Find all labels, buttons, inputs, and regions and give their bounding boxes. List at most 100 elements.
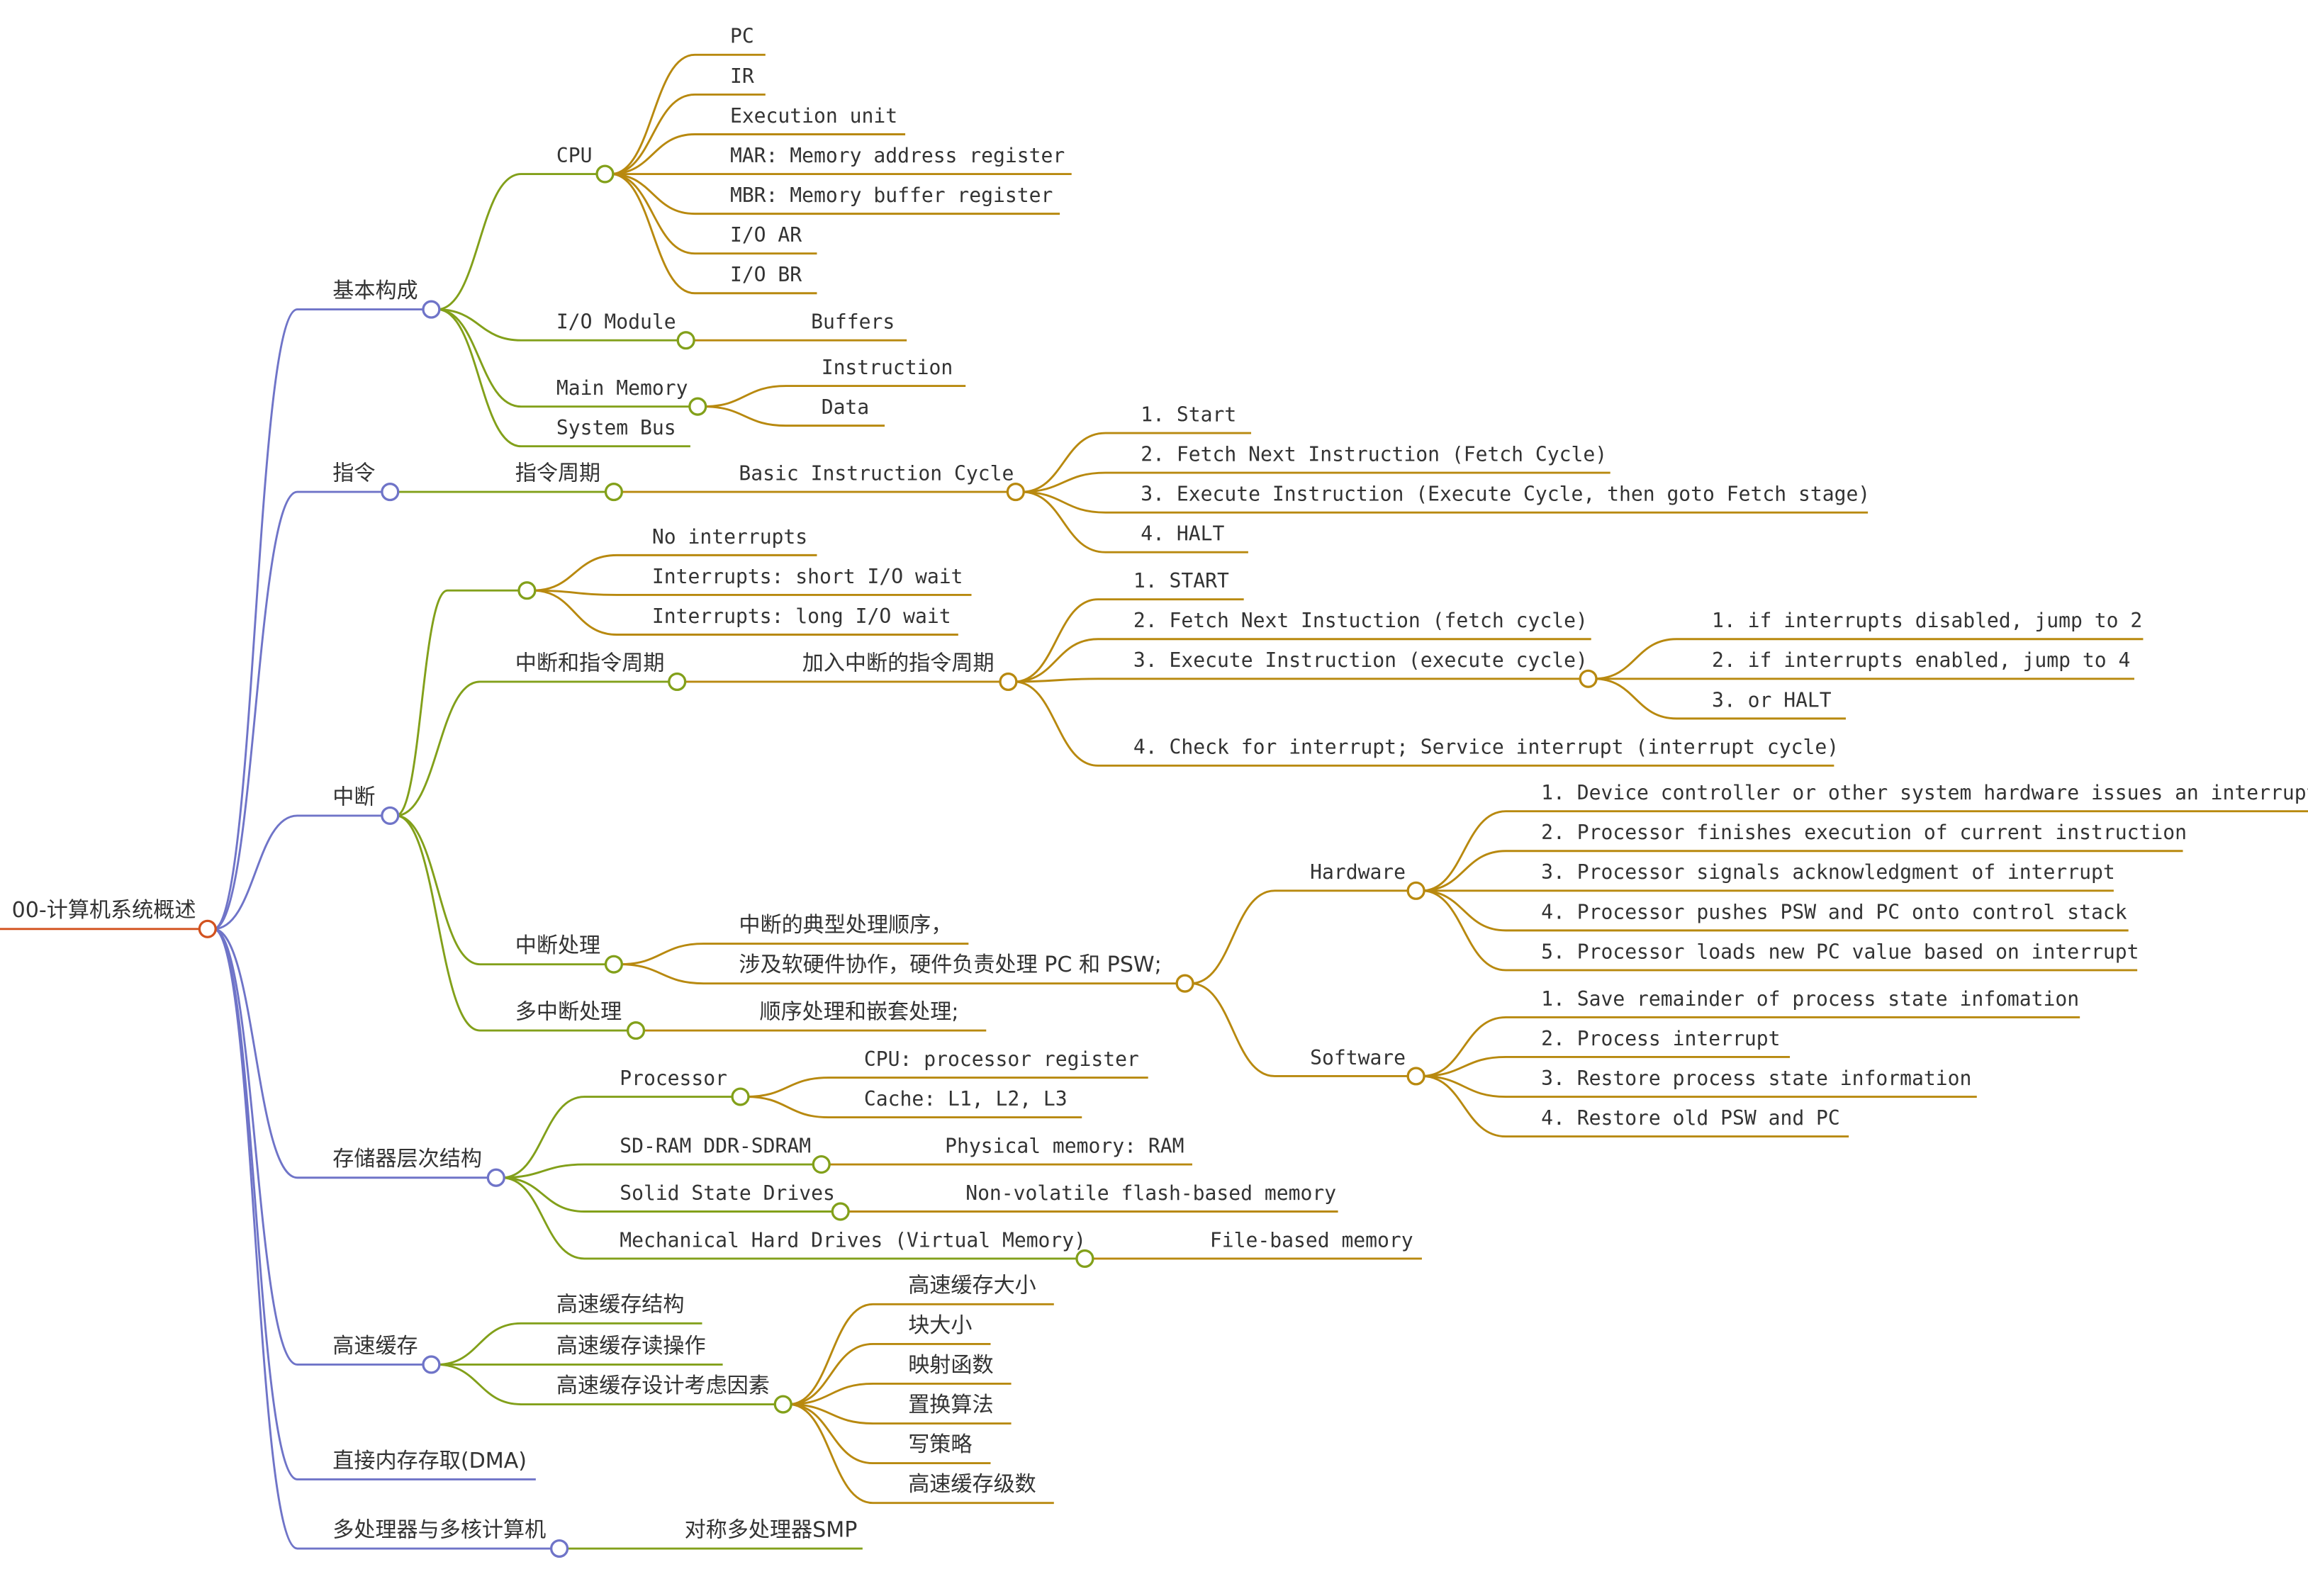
collapse-toggle-icon[interactable] (773, 1395, 792, 1414)
topic-int-cycle[interactable]: 中断和指令周期 (515, 651, 665, 675)
topic-hw1[interactable]: 1. Device controller or other system har… (1541, 781, 2308, 804)
collapse-toggle-icon[interactable] (1175, 974, 1194, 993)
topic-mbr[interactable]: MBR: Memory buffer register (730, 184, 1053, 207)
topic-cache[interactable]: 高速缓存 (332, 1334, 418, 1359)
topic-data[interactable]: Data (822, 395, 869, 419)
topic-software[interactable]: Software (1310, 1046, 1406, 1069)
topic-int-instr-cycle[interactable]: 加入中断的指令周期 (802, 651, 995, 675)
topic-cd2[interactable]: 块大小 (908, 1313, 972, 1338)
topic-instruction[interactable]: Instruction (822, 356, 953, 379)
topic-phys-mem[interactable]: Physical memory: RAM (945, 1134, 1184, 1157)
topic-buffers[interactable]: Buffers (811, 310, 895, 334)
topic-mar[interactable]: MAR: Memory address register (730, 144, 1065, 167)
topic-ic3[interactable]: 3. Execute Instruction (execute cycle) (1133, 648, 1588, 672)
topic-ioar[interactable]: I/O AR (730, 223, 802, 247)
topic-hardware[interactable]: Hardware (1310, 860, 1406, 884)
topic-smp[interactable]: 对称多处理器SMP (685, 1517, 858, 1542)
topic-ih-hw-sw[interactable]: 涉及软硬件协作，硬件负责处理 PC 和 PSW; (739, 952, 1161, 977)
root-topic[interactable]: 00-计算机系统概述 (12, 898, 196, 923)
topic-cd5[interactable]: 写策略 (908, 1432, 972, 1457)
collapse-toggle-icon[interactable] (486, 1168, 505, 1187)
topic-ssd[interactable]: Solid State Drives (620, 1181, 835, 1205)
topic-cache-read[interactable]: 高速缓存读操作 (556, 1334, 706, 1359)
topic-iobr[interactable]: I/O BR (730, 263, 802, 286)
topic-sw3[interactable]: 3. Restore process state information (1541, 1067, 1971, 1090)
topic-ih-seq[interactable]: 中断的典型处理顺序， (739, 913, 952, 938)
collapse-toggle-icon[interactable] (604, 955, 623, 974)
topic-cache-design[interactable]: 高速缓存设计考虑因素 (556, 1373, 770, 1398)
topic-exec-unit[interactable]: Execution unit (730, 104, 897, 128)
collapse-toggle-icon[interactable] (549, 1539, 569, 1558)
topic-sw1[interactable]: 1. Save remainder of process state infom… (1541, 987, 2079, 1011)
collapse-toggle-icon[interactable] (381, 482, 400, 502)
collapse-toggle-icon[interactable] (812, 1154, 831, 1174)
topic-cpu-reg[interactable]: CPU: processor register (864, 1047, 1139, 1071)
topic-hdd[interactable]: Mechanical Hard Drives (Virtual Memory) (620, 1228, 1086, 1252)
topic-multi-int[interactable]: 多中断处理 (515, 999, 622, 1024)
collapse-toggle-icon[interactable] (731, 1087, 750, 1106)
collapse-toggle-icon[interactable] (831, 1202, 850, 1221)
topic-interrupt[interactable]: 中断 (332, 785, 375, 809)
collapse-toggle-icon[interactable] (1579, 669, 1598, 688)
topic-processor[interactable]: Processor (620, 1067, 727, 1090)
topic-bc3[interactable]: 3. Execute Instruction (Execute Cycle, t… (1141, 483, 1870, 506)
topic-cache-struct[interactable]: 高速缓存结构 (556, 1293, 685, 1317)
topic-ic4[interactable]: 4. Check for interrupt; Service interrup… (1133, 736, 1839, 759)
topic-multi-int-desc[interactable]: 顺序处理和嵌套处理; (759, 999, 958, 1024)
topic-no-int[interactable]: No interrupts (652, 525, 807, 549)
topic-ic3a[interactable]: 1. if interrupts disabled, jump to 2 (1712, 609, 2142, 632)
collapse-toggle-icon[interactable] (1406, 1067, 1425, 1086)
topic-mem-hier[interactable]: 存储器层次结构 (332, 1147, 482, 1171)
topic-hw2[interactable]: 2. Processor finishes execution of curre… (1541, 821, 2187, 844)
collapse-toggle-icon[interactable] (999, 672, 1018, 692)
topic-basic[interactable]: 基本构成 (332, 279, 418, 303)
topic-flash[interactable]: Non-volatile flash-based memory (965, 1181, 1336, 1205)
topic-hw5[interactable]: 5. Processor loads new PC value based on… (1541, 940, 2139, 963)
topic-hw3[interactable]: 3. Processor signals acknowledgment of i… (1541, 860, 2115, 884)
topic-cd3[interactable]: 映射函数 (908, 1353, 993, 1378)
collapse-toggle-icon[interactable] (1406, 881, 1425, 900)
topic-bc2[interactable]: 2. Fetch Next Instruction (Fetch Cycle) (1141, 442, 1607, 466)
topic-bc1[interactable]: 1. Start (1141, 403, 1236, 426)
collapse-toggle-icon[interactable] (381, 806, 400, 826)
topic-sw4[interactable]: 4. Restore old PSW and PC (1541, 1106, 1840, 1130)
collapse-toggle-icon[interactable] (688, 397, 707, 416)
topic-ir[interactable]: IR (730, 64, 754, 88)
collapse-toggle-icon[interactable] (604, 482, 623, 502)
collapse-toggle-icon[interactable] (1075, 1249, 1094, 1269)
topic-ic1[interactable]: 1. START (1133, 569, 1229, 592)
topic-int-short[interactable]: Interrupts: short I/O wait (652, 565, 963, 588)
collapse-toggle-icon[interactable] (626, 1021, 646, 1040)
topic-sdram[interactable]: SD-RAM DDR-SDRAM (620, 1134, 811, 1157)
collapse-toggle-icon[interactable] (198, 919, 217, 938)
topic-cd6[interactable]: 高速缓存级数 (908, 1472, 1036, 1497)
topic-cpu[interactable]: CPU (556, 144, 593, 167)
topic-pc[interactable]: PC (730, 25, 754, 48)
collapse-toggle-icon[interactable] (676, 331, 695, 350)
topic-hw4[interactable]: 4. Processor pushes PSW and PC onto cont… (1541, 900, 2127, 923)
topic-dma[interactable]: 直接内存存取(DMA) (332, 1449, 527, 1473)
topic-main-memory[interactable]: Main Memory (556, 376, 688, 400)
topic-bc4[interactable]: 4. HALT (1141, 522, 1224, 546)
topic-basic-cycle[interactable]: Basic Instruction Cycle (739, 461, 1014, 485)
topic-system-bus[interactable]: System Bus (556, 416, 676, 439)
topic-ic3b[interactable]: 2. if interrupts enabled, jump to 4 (1712, 648, 2130, 672)
topic-cd1[interactable]: 高速缓存大小 (908, 1274, 1036, 1298)
collapse-toggle-icon[interactable] (422, 300, 441, 319)
topic-multiproc[interactable]: 多处理器与多核计算机 (332, 1517, 546, 1542)
topic-int-handling[interactable]: 中断处理 (515, 933, 600, 958)
topic-sw2[interactable]: 2. Process interrupt (1541, 1027, 1780, 1050)
topic-io-module[interactable]: I/O Module (556, 310, 676, 334)
topic-instr[interactable]: 指令 (332, 461, 375, 485)
topic-cd4[interactable]: 置换算法 (908, 1393, 993, 1417)
topic-ic3c[interactable]: 3. or HALT (1712, 688, 1832, 712)
topic-ic2[interactable]: 2. Fetch Next Instuction (fetch cycle) (1133, 609, 1588, 632)
collapse-toggle-icon[interactable] (1006, 482, 1025, 502)
collapse-toggle-icon[interactable] (595, 164, 615, 184)
topic-file-mem[interactable]: File-based memory (1210, 1228, 1413, 1252)
topic-cache-l[interactable]: Cache: L1, L2, L3 (864, 1087, 1068, 1111)
collapse-toggle-icon[interactable] (422, 1355, 441, 1374)
collapse-toggle-icon[interactable] (517, 581, 537, 600)
topic-instr-cycle[interactable]: 指令周期 (515, 461, 600, 485)
topic-int-long[interactable]: Interrupts: long I/O wait (652, 605, 951, 628)
